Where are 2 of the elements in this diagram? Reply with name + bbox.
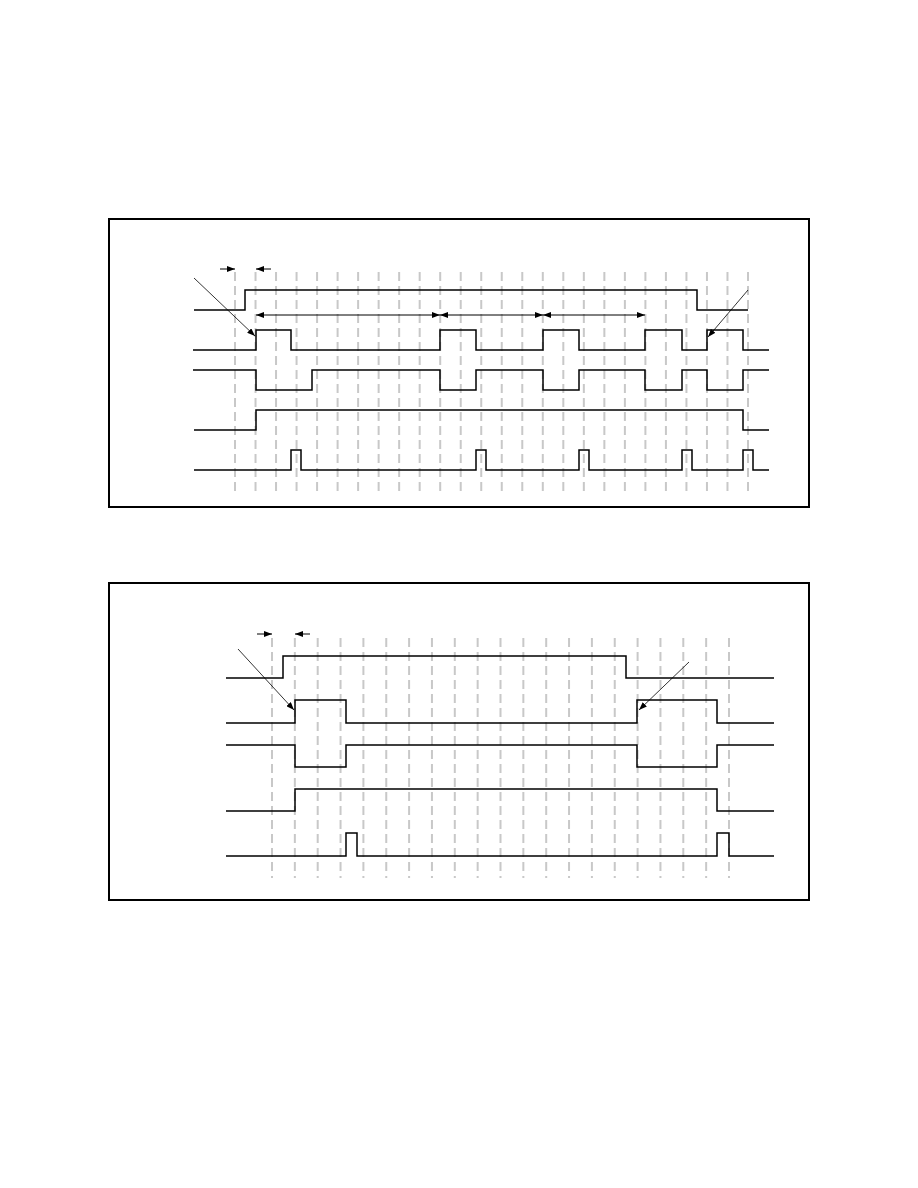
- timing-diagram-panel: [108, 582, 810, 901]
- timing-diagram-panel: [108, 218, 810, 508]
